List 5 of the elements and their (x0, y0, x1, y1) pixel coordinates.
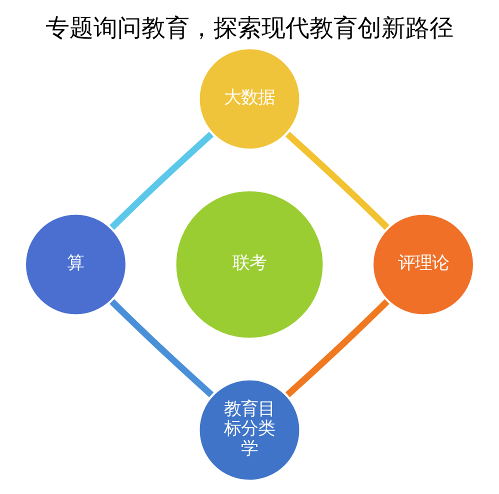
connector (110, 132, 214, 230)
connector (285, 299, 390, 398)
connector (285, 132, 390, 230)
diagram-title: 专题询问教育，探索现代教育创新路径 (46, 14, 454, 42)
connector (110, 299, 214, 398)
